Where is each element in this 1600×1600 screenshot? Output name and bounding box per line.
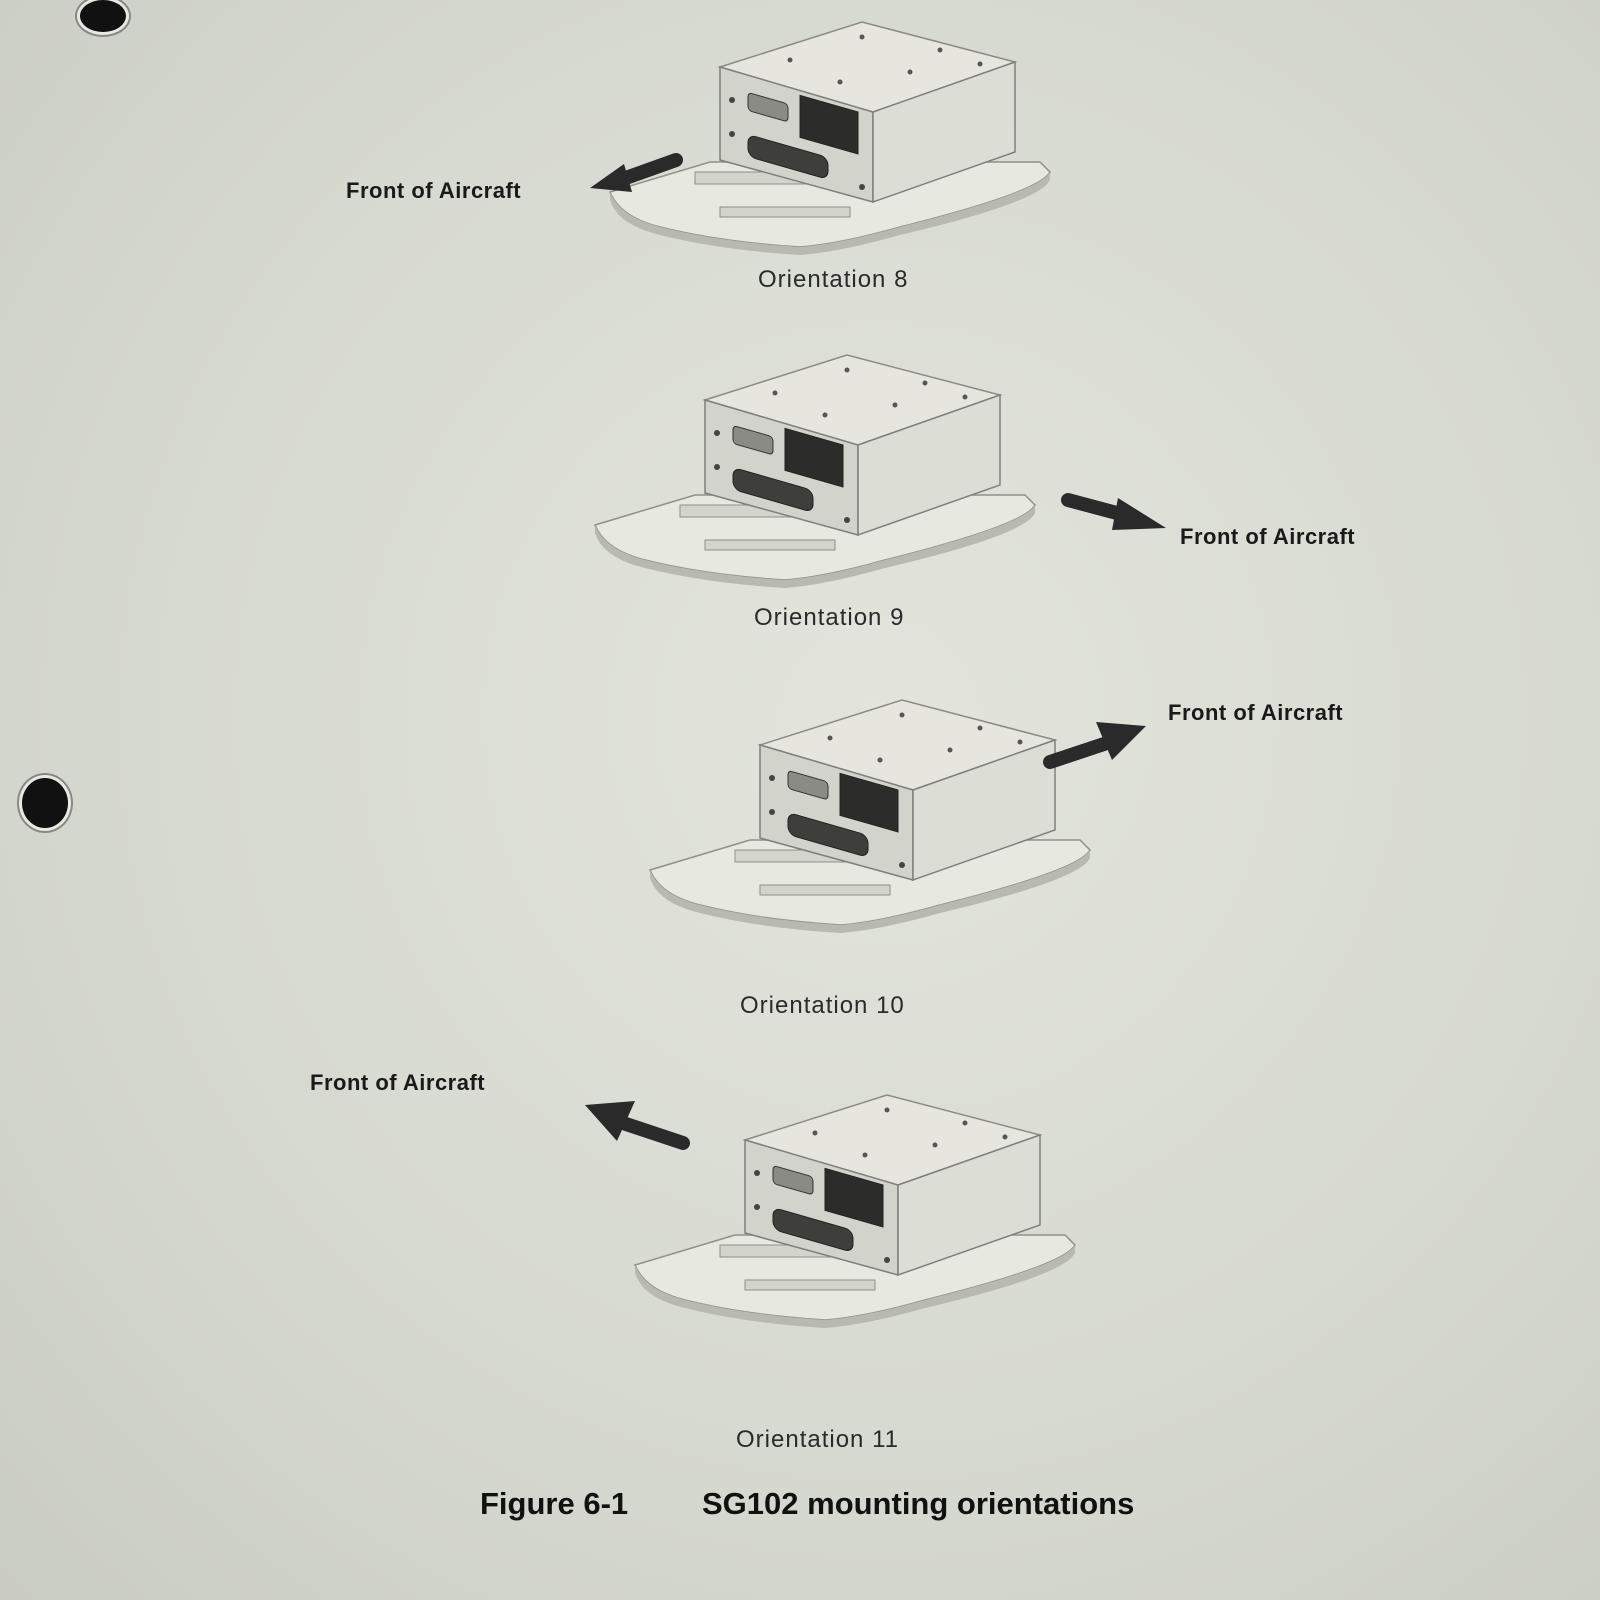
arrow-icon-11 — [585, 1101, 690, 1150]
arrow-icon-10 — [1043, 722, 1146, 769]
arrow-icon-9 — [1061, 493, 1166, 530]
device-illustration-11 — [625, 1094, 1095, 1355]
device-illustration-9 — [585, 354, 1055, 595]
orientation-caption-11: Orientation 11 — [736, 1426, 899, 1453]
figure-title: SG102 mounting orientations — [702, 1486, 1135, 1521]
arrow-label-11: Front of Aircraft — [310, 1070, 486, 1095]
figure-caption: Figure 6-1 SG102 mounting orientations — [480, 1486, 1134, 1522]
arrow-label-8: Front of Aircraft — [346, 178, 522, 203]
arrow-icon-8 — [590, 153, 683, 192]
arrow-label-10: Front of Aircraft — [1168, 700, 1344, 725]
binder-hole-top — [80, 0, 126, 32]
orientation-caption-8: Orientation 8 — [758, 266, 909, 293]
arrow-label-9: Front of Aircraft — [1180, 524, 1356, 549]
device-illustration-8 — [600, 21, 1070, 262]
orientation-caption-9: Orientation 9 — [754, 604, 905, 631]
binder-hole-middle — [22, 778, 68, 828]
orientation-caption-10: Orientation 10 — [740, 992, 905, 1019]
figure-number: Figure 6-1 — [480, 1486, 629, 1521]
